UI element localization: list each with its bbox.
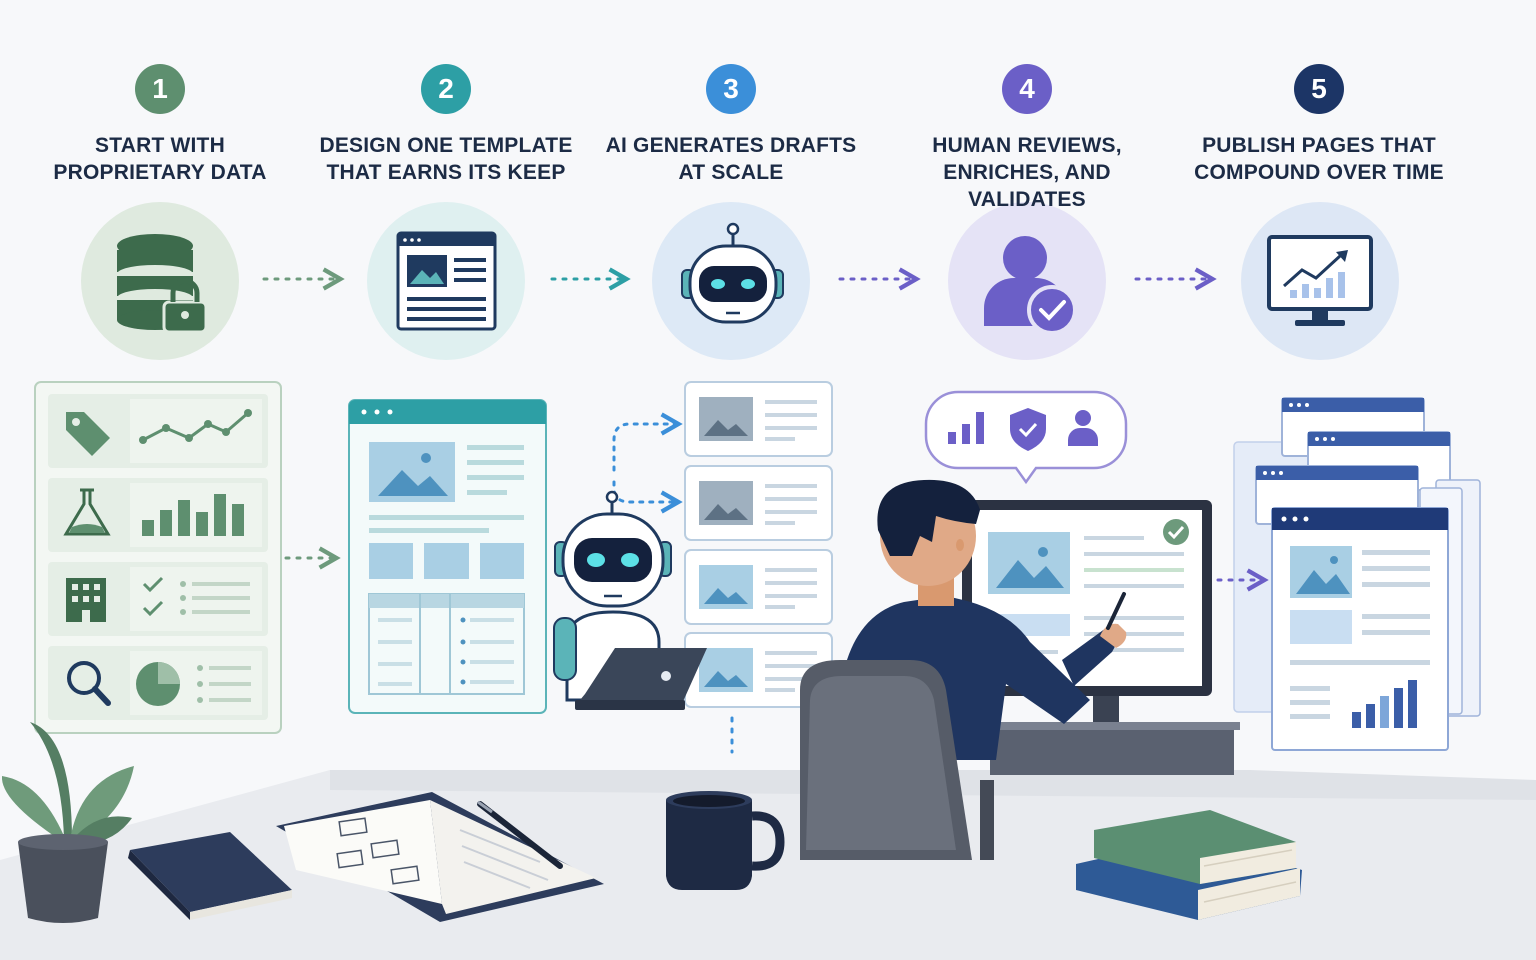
person-icon: [1068, 410, 1098, 446]
step-title-line: ENRICHES, AND VALIDATES: [943, 161, 1111, 211]
step-1: 1 START WITH PROPRIETARY DATA: [15, 64, 305, 186]
step-title-line: THAT EARNS ITS KEEP: [326, 161, 566, 184]
step-2: 2 DESIGN ONE TEMPLATE THAT EARNS ITS KEE…: [301, 64, 591, 186]
open-notebook: [276, 792, 604, 922]
step-title-line: AI GENERATES DRAFTS: [605, 134, 857, 157]
step-number-badge: 5: [1294, 64, 1344, 114]
step-5: 5 PUBLISH PAGES THAT COMPOUND OVER TIME: [1174, 64, 1464, 186]
monitor-growth-icon: [1241, 202, 1399, 360]
step-title: HUMAN REVIEWS, ENRICHES, AND VALIDATES: [882, 132, 1172, 213]
closed-notebook: [128, 832, 292, 920]
draft-card: [684, 549, 833, 625]
building-icon: [66, 578, 106, 622]
magnifier-icon: [67, 661, 111, 706]
step-title: PUBLISH PAGES THAT COMPOUND OVER TIME: [1174, 132, 1464, 186]
draft-card: [684, 632, 833, 708]
step-title-line: PROPRIETARY DATA: [53, 161, 267, 184]
step-title-line: COMPOUND OVER TIME: [1194, 161, 1444, 184]
data-panel: [34, 381, 282, 734]
chair: [800, 660, 972, 860]
pie-chart-icon: [136, 662, 180, 706]
step-number-badge: 2: [421, 64, 471, 114]
flask-icon: [63, 488, 111, 536]
speech-bubble: [924, 390, 1128, 485]
tag-icon: [66, 412, 110, 456]
published-pages-stack: [1233, 397, 1481, 751]
book-stack: [1076, 810, 1302, 920]
robot-figure: [553, 490, 707, 710]
published-page: [1271, 507, 1449, 751]
database-lock-icon: [81, 202, 239, 360]
step-3: 3 AI GENERATES DRAFTS AT SCALE: [586, 64, 876, 186]
step-title: AI GENERATES DRAFTS AT SCALE: [586, 132, 876, 186]
plant: [1, 722, 134, 923]
step-title-line: AT SCALE: [678, 161, 784, 184]
step-number-badge: 4: [1002, 64, 1052, 114]
step-title: DESIGN ONE TEMPLATE THAT EARNS ITS KEEP: [301, 132, 591, 186]
step-title-line: PUBLISH PAGES THAT: [1202, 134, 1436, 157]
draft-cards: [684, 381, 833, 708]
step-title-line: DESIGN ONE TEMPLATE: [319, 134, 573, 157]
step-title: START WITH PROPRIETARY DATA: [15, 132, 305, 186]
shield-check-icon: [1010, 408, 1046, 451]
robot-icon: [652, 202, 810, 360]
draft-card: [684, 465, 833, 541]
step-number-badge: 1: [135, 64, 185, 114]
coffee-mug: [666, 791, 785, 890]
step-title-line: START WITH: [95, 134, 225, 157]
user-check-icon: [948, 202, 1106, 360]
template-page: [348, 399, 547, 714]
step-4: 4 HUMAN REVIEWS, ENRICHES, AND VALIDATES: [882, 64, 1172, 213]
draft-card: [684, 381, 833, 457]
template-icon: [367, 202, 525, 360]
step-title-line: HUMAN REVIEWS,: [932, 134, 1122, 157]
bar-chart-icon: [948, 412, 984, 444]
step-number-badge: 3: [706, 64, 756, 114]
